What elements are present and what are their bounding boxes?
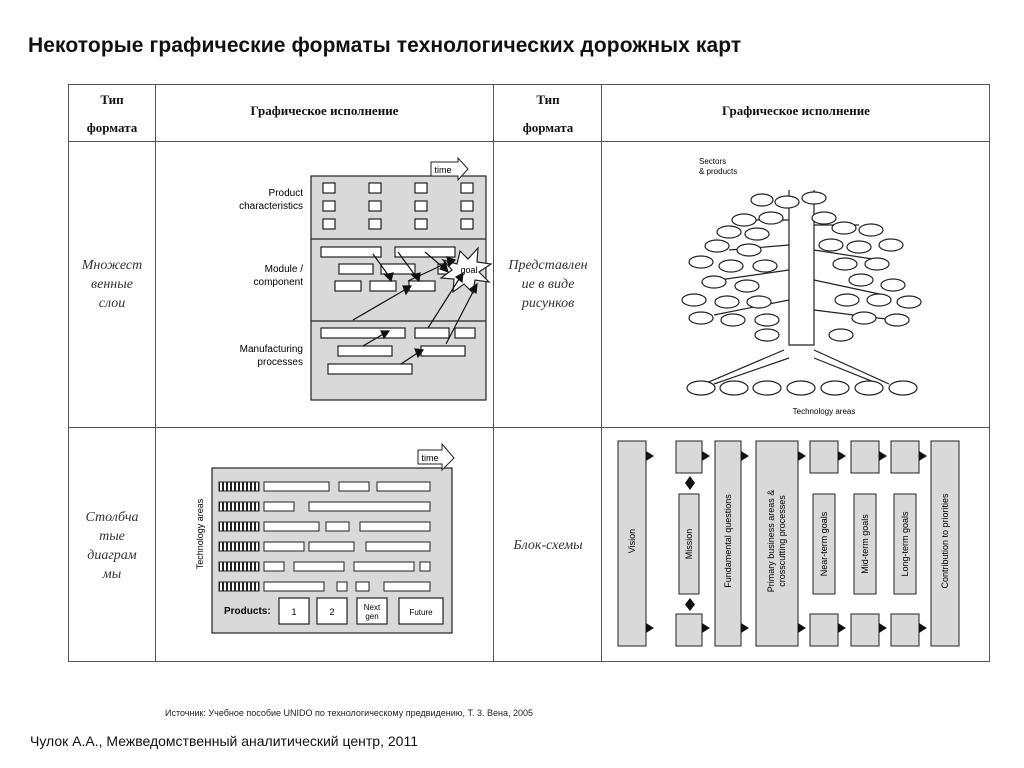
product-2: 2 xyxy=(329,607,334,617)
tech-area-marker xyxy=(218,561,260,572)
flow-arrow xyxy=(646,623,654,633)
flow-column-label: Fundamental questions xyxy=(723,494,733,588)
flow-diamond-arrow xyxy=(685,476,695,490)
table-lines xyxy=(68,84,990,662)
tech-area-marker xyxy=(218,501,260,512)
author-credit: Чулок А.А., Межведомственный аналитическ… xyxy=(30,733,418,749)
bar-segment xyxy=(263,561,285,572)
flow-column: Long-term goals xyxy=(890,440,920,647)
flow-diamond-arrow xyxy=(685,598,695,611)
header-type-left-text: Тип формата xyxy=(86,92,138,135)
flow-columns: Vision Mission Fundamental questions Primar… xyxy=(617,440,960,647)
header-type-left: Тип формата xyxy=(68,84,156,141)
bar-segment xyxy=(263,581,325,592)
flow-arrow xyxy=(838,623,846,633)
flow-column-label: Mission xyxy=(684,529,694,560)
bar-segment xyxy=(308,541,355,552)
type-flowchart: Блок-схемы xyxy=(513,538,583,553)
flow-column: Primary business areas &crosscutting pro… xyxy=(755,440,799,647)
flow-column: Mid-term goals xyxy=(850,440,880,647)
time-label: time xyxy=(434,165,451,175)
bar-segment xyxy=(365,541,431,552)
type-picture: Представлен ие в виде рисунков xyxy=(508,258,588,311)
flow-arrow xyxy=(702,623,710,633)
bar-segment xyxy=(355,581,370,592)
flow-arrow xyxy=(879,623,887,633)
bar-rows xyxy=(218,481,431,592)
bar-segment xyxy=(376,481,431,492)
bar-segment xyxy=(336,581,348,592)
flow-column-label: Near-term goals xyxy=(819,511,829,576)
bar-segment xyxy=(263,541,305,552)
tech-area-marker xyxy=(218,481,260,492)
goal-label: goal xyxy=(460,265,477,275)
header-type-right-text: Тип формата xyxy=(522,92,574,135)
bar-segment xyxy=(263,501,295,512)
flow-arrow xyxy=(919,623,927,633)
flow-arrow xyxy=(798,451,806,461)
type-multilayer: Множест венные слои xyxy=(81,258,143,311)
tech-area-marker xyxy=(218,541,260,552)
product-1: 1 xyxy=(291,607,296,617)
bar-segment xyxy=(263,481,330,492)
header-type-right: Тип формата xyxy=(494,84,602,141)
flow-column: Vision xyxy=(617,440,647,647)
formats-table: Тип формата Графическое исполнение Тип ф… xyxy=(68,84,990,662)
flow-arrow xyxy=(919,451,927,461)
flow-column: Fundamental questions xyxy=(714,440,742,647)
bar-segment xyxy=(263,521,320,532)
flow-column: Near-term goals xyxy=(809,440,839,647)
bars-time-label: time xyxy=(421,453,438,463)
product-future: Future xyxy=(409,608,433,617)
bar-segment xyxy=(338,481,370,492)
bar-segment xyxy=(353,561,415,572)
flow-arrow xyxy=(879,451,887,461)
type-bar-chart: Столбча тые диаграм мы xyxy=(85,510,139,582)
bar-diagram: time Technology areas Products: 1 2 Next… xyxy=(195,442,455,634)
products-label: Products: xyxy=(224,606,271,617)
flow-arrow xyxy=(646,451,654,461)
tech-area-marker xyxy=(218,581,260,592)
page-title: Некоторые графические форматы технологич… xyxy=(28,34,742,57)
flow-arrow xyxy=(798,623,806,633)
bar-segment xyxy=(383,581,431,592)
flow-column-label: Contribution to priorities xyxy=(940,493,950,589)
bar-segment xyxy=(293,561,345,572)
bar-segment xyxy=(308,501,431,512)
flow-arrow xyxy=(702,451,710,461)
source-note: Источник: Учебное пособие UNIDO по техно… xyxy=(165,708,533,718)
bar-segment xyxy=(359,521,431,532)
tree-diagram: Sectors& products Technology areas xyxy=(681,157,922,416)
bar-segment xyxy=(325,521,350,532)
header-graphic-left: Графическое исполнение xyxy=(250,103,399,118)
flow-arrow xyxy=(741,451,749,461)
bar-segment xyxy=(419,561,431,572)
flow-column-label: Vision xyxy=(627,529,637,553)
flow-column-label: Mid-term goals xyxy=(860,514,870,574)
technology-areas-label: Technology areas xyxy=(793,407,856,416)
layer-module-label: Module /component xyxy=(254,264,304,288)
flow-arrow xyxy=(838,451,846,461)
header-graphic-right: Графическое исполнение xyxy=(722,103,870,118)
bars-axis-label: Technology areas xyxy=(195,498,205,569)
sectors-products-label: Sectors& products xyxy=(699,157,737,176)
flowchart-diagram: Vision Mission Fundamental questions Primar… xyxy=(617,440,960,647)
tech-area-marker xyxy=(218,521,260,532)
flow-column: Contribution to priorities xyxy=(930,440,960,647)
flow-arrow xyxy=(741,623,749,633)
flow-column-label: Long-term goals xyxy=(900,511,910,577)
flow-column: Mission xyxy=(675,440,703,647)
flow-column-label: Primary business areas &crosscutting pro… xyxy=(766,490,787,593)
